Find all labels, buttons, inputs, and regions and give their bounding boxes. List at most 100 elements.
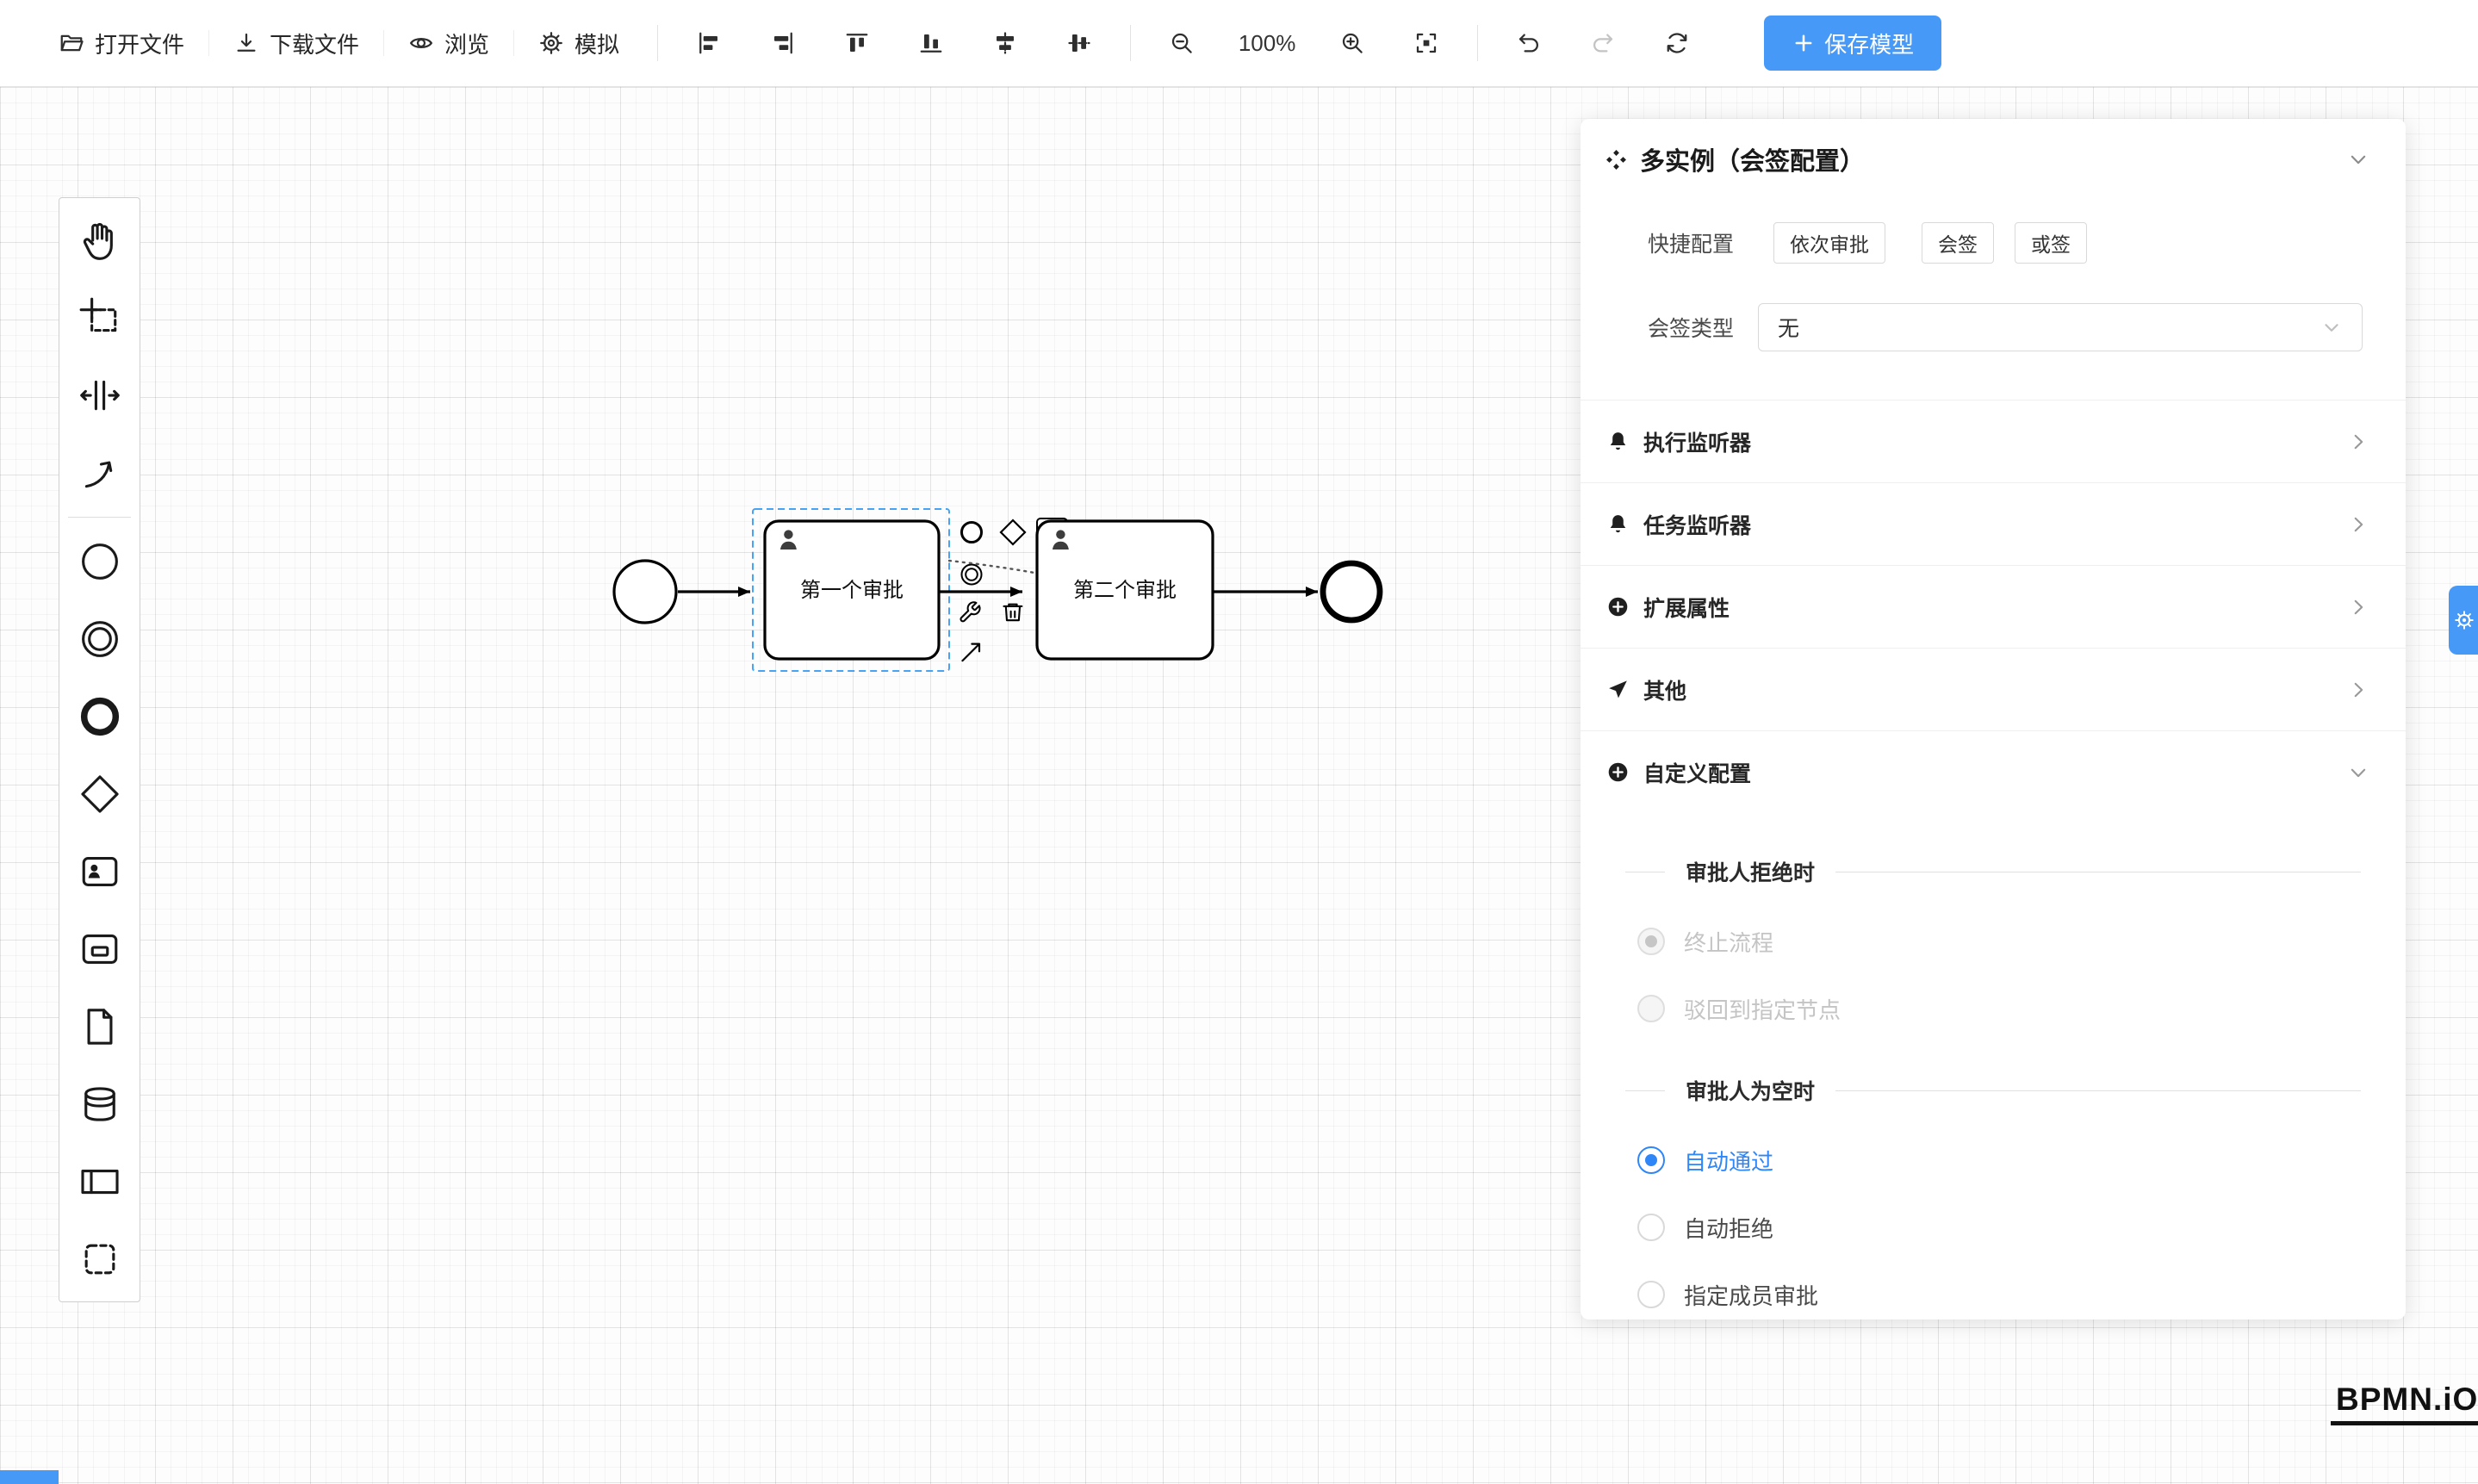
send-icon <box>1609 680 1627 699</box>
open-file-label: 打开文件 <box>95 31 185 58</box>
align-center-vertical-button[interactable] <box>1042 16 1117 70</box>
redo-button[interactable] <box>1566 16 1641 70</box>
fit-viewport-button[interactable] <box>1389 16 1464 70</box>
create-gateway[interactable] <box>59 755 140 833</box>
create-document[interactable] <box>59 988 140 1065</box>
download-file-label: 下载文件 <box>270 31 360 58</box>
undo-icon <box>1518 34 1539 53</box>
radio-reject-to-node[interactable]: 驳回到指定节点 <box>1581 975 2406 1042</box>
align-top-button[interactable] <box>820 16 895 70</box>
wrench-icon[interactable] <box>960 601 981 623</box>
align-button-group <box>672 16 1117 70</box>
radio-label: 自动拒绝 <box>1684 1215 1774 1242</box>
open-file-button[interactable]: 打开文件 <box>34 16 209 70</box>
radio-designated-member[interactable]: 指定成员审批 <box>1581 1261 2406 1319</box>
zoom-out-icon <box>1171 33 1192 53</box>
lasso-tool[interactable] <box>59 279 140 357</box>
quick-option-countersign[interactable]: 会签 <box>1922 222 1994 264</box>
section-extended-properties[interactable]: 扩展属性 <box>1581 565 2406 648</box>
settings-edge-tab[interactable] <box>2449 586 2478 655</box>
create-start-event[interactable] <box>59 523 140 600</box>
simulate-label: 模拟 <box>574 31 620 58</box>
refresh-button[interactable] <box>1640 16 1715 70</box>
bpmn-diagram: 第一个审批 <box>612 508 1383 672</box>
radio-label: 指定成员审批 <box>1684 1282 1819 1309</box>
align-left-button[interactable] <box>672 16 747 70</box>
end-event[interactable] <box>1320 560 1383 624</box>
align-center-vertical-icon <box>1068 34 1090 52</box>
radio-indicator <box>1637 928 1665 955</box>
global-connect-tool[interactable] <box>59 434 140 512</box>
hand-tool[interactable] <box>59 202 140 279</box>
zoom-in-button[interactable] <box>1315 16 1390 70</box>
eye-icon <box>410 38 433 48</box>
append-gateway-icon[interactable] <box>999 518 1027 546</box>
start-event[interactable] <box>612 559 678 624</box>
download-file-button[interactable]: 下载文件 <box>209 16 384 70</box>
create-data-store[interactable] <box>59 1065 140 1143</box>
reject-section-title: 审批人拒绝时 <box>1686 861 1816 885</box>
align-center-horizontal-button[interactable] <box>968 16 1043 70</box>
bpmn-io-logo[interactable]: BPMN.iO <box>2331 1382 2478 1425</box>
create-task[interactable] <box>59 910 140 988</box>
toolbar: 打开文件 下载文件 浏览 模拟 <box>0 0 2478 87</box>
data-store-icon <box>84 1087 115 1121</box>
quick-option-orsign[interactable]: 或签 <box>2015 222 2087 264</box>
empty-section-divider: 审批人为空时 <box>1581 1077 2406 1104</box>
user-task-icon <box>82 857 117 886</box>
refresh-icon <box>1667 33 1687 53</box>
radio-indicator <box>1637 995 1665 1022</box>
divider <box>1130 25 1132 61</box>
section-other[interactable]: 其他 <box>1581 648 2406 730</box>
user-task-first-approval[interactable] <box>763 519 941 661</box>
chevron-right-icon <box>2354 682 2363 697</box>
divider <box>657 25 659 61</box>
participant-pool-icon <box>80 1169 119 1195</box>
section-execution-listener[interactable]: 执行监听器 <box>1581 400 2406 482</box>
align-right-button[interactable] <box>746 16 821 70</box>
section-custom-config[interactable]: 自定义配置 <box>1581 730 2406 813</box>
align-bottom-button[interactable] <box>894 16 969 70</box>
multi-instance-icon <box>1606 149 1626 170</box>
drag-preview-dotted-line <box>947 559 1046 576</box>
task2-label: 第二个审批 <box>1073 579 1177 602</box>
create-group[interactable] <box>59 1220 140 1298</box>
user-task-second-approval[interactable] <box>1035 519 1214 661</box>
space-tool[interactable] <box>59 357 140 434</box>
save-model-label: 保存模型 <box>1824 31 1915 58</box>
align-left-icon <box>699 32 718 54</box>
start-event-icon <box>81 543 118 580</box>
section-task-listener[interactable]: 任务监听器 <box>1581 482 2406 565</box>
connect-arrow-icon[interactable] <box>961 643 981 662</box>
space-tool-icon <box>79 380 120 411</box>
simulate-button[interactable]: 模拟 <box>514 16 644 70</box>
panel-header[interactable]: 多实例（会签配置） <box>1581 119 2406 200</box>
connect-icon <box>84 461 112 488</box>
create-intermediate-event[interactable] <box>59 600 140 678</box>
create-user-task[interactable] <box>59 833 140 910</box>
trash-icon[interactable] <box>1003 603 1023 622</box>
preview-button[interactable]: 浏览 <box>384 16 514 70</box>
create-end-event[interactable] <box>59 678 140 755</box>
save-model-button[interactable]: 保存模型 <box>1764 16 1942 71</box>
hand-icon <box>83 222 113 260</box>
sign-type-select[interactable]: 无 <box>1758 303 2363 351</box>
radio-auto-pass[interactable]: 自动通过 <box>1581 1127 2406 1194</box>
quick-option-sequential[interactable]: 依次审批 <box>1773 222 1885 264</box>
undo-button[interactable] <box>1492 16 1567 70</box>
radio-terminate-process[interactable]: 终止流程 <box>1581 908 2406 975</box>
plus-circle-icon <box>1608 762 1628 782</box>
radio-indicator <box>1637 1146 1665 1174</box>
preview-label: 浏览 <box>444 31 490 58</box>
radio-indicator <box>1637 1214 1665 1241</box>
radio-auto-reject[interactable]: 自动拒绝 <box>1581 1194 2406 1261</box>
corner-strip <box>0 1470 59 1484</box>
append-end-event-icon[interactable] <box>960 521 983 543</box>
gateway-icon <box>80 775 119 813</box>
redo-icon <box>1593 34 1613 53</box>
create-participant-pool[interactable] <box>59 1143 140 1220</box>
append-intermediate-event-icon[interactable] <box>960 563 983 586</box>
bell-icon <box>1610 515 1626 533</box>
zoom-out-button[interactable] <box>1145 16 1220 70</box>
panel-sections: 执行监听器 任务监听器 扩展属性 其他 自定义配置 <box>1581 400 2406 813</box>
